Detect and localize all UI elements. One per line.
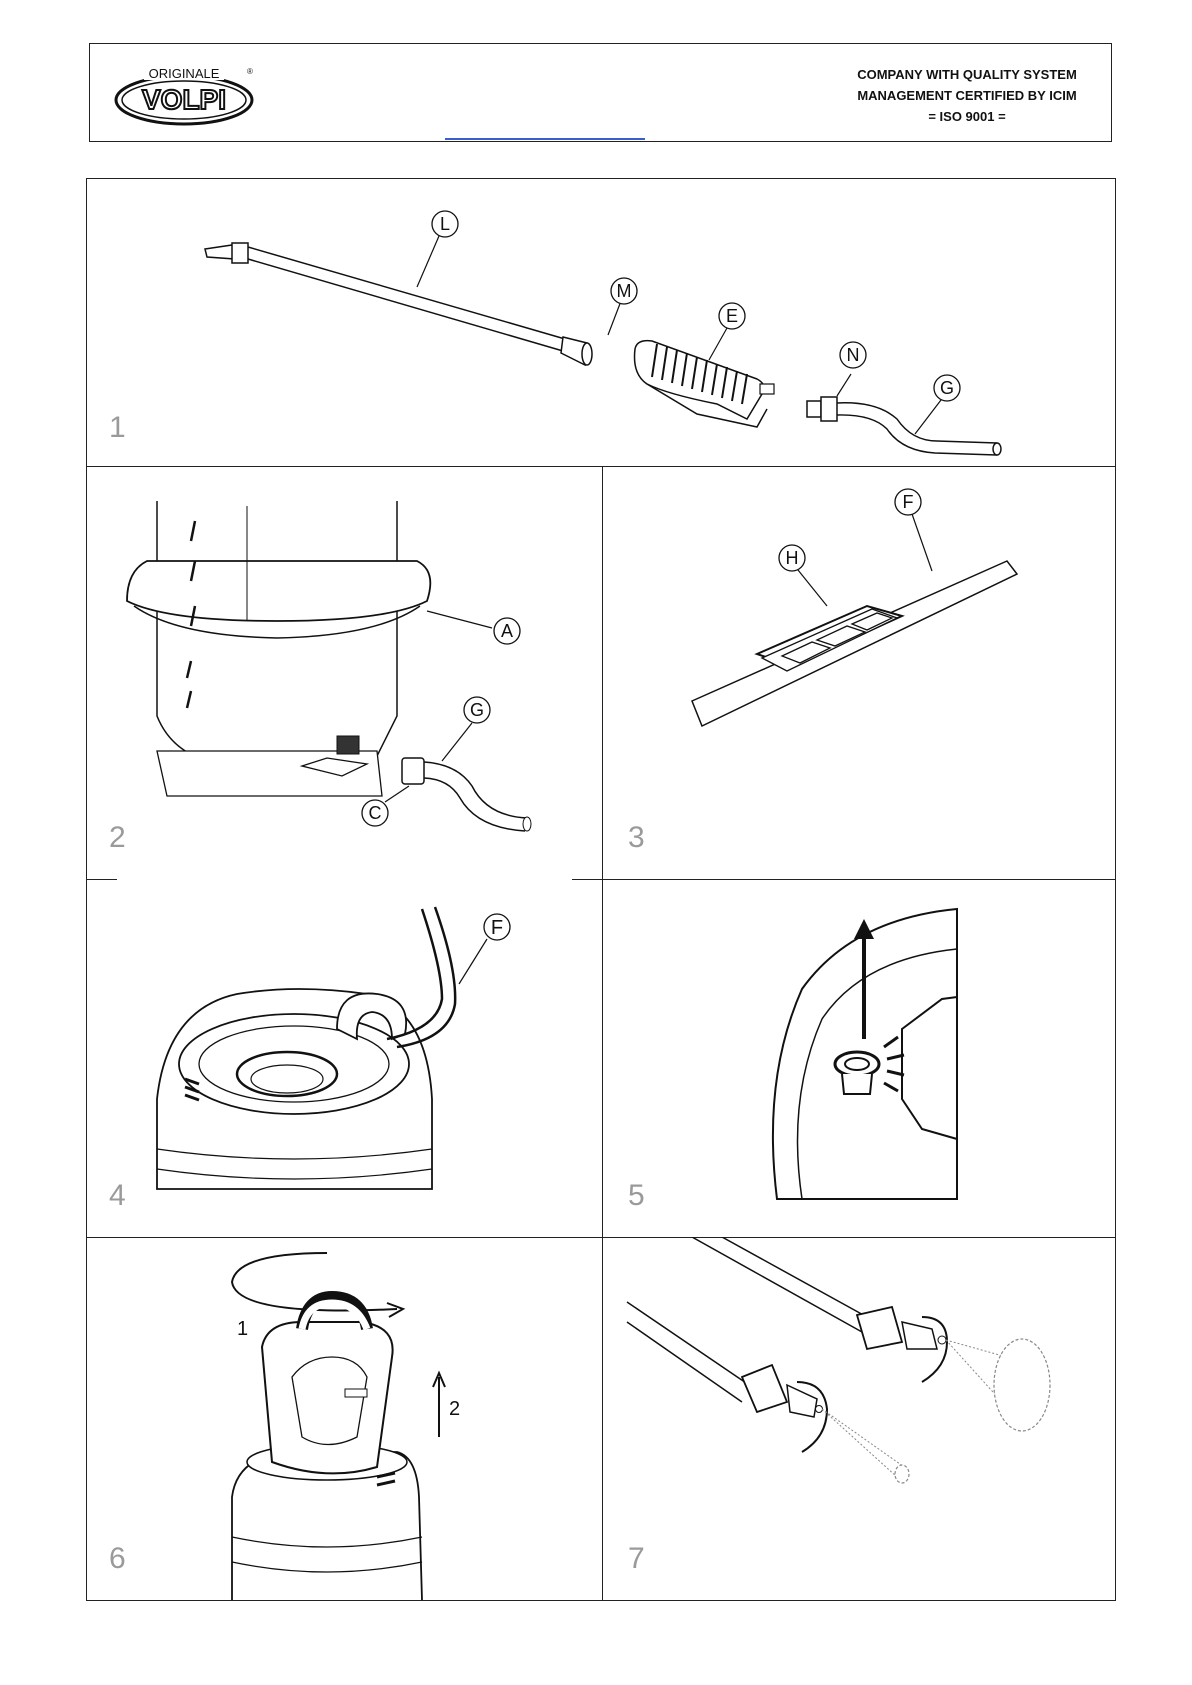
panel-number: 3 [628, 821, 645, 855]
callout-f: F [491, 917, 503, 939]
callout-g: G [940, 378, 954, 398]
quality-certification: COMPANY WITH QUALITY SYSTEM MANAGEMENT C… [827, 64, 1107, 127]
panel-number: 1 [109, 411, 126, 445]
sprayer-lance-parts-drawing: L M E N G [87, 179, 1115, 466]
cert-line-1: COMPANY WITH QUALITY SYSTEM [827, 64, 1107, 85]
callout-f: F [903, 492, 914, 512]
step-1-label: 1 [237, 1318, 248, 1340]
strap-attachment-drawing: F [87, 879, 602, 1237]
callout-a: A [501, 621, 513, 641]
cert-line-3: = ISO 9001 = [827, 106, 1107, 127]
callout-l: L [440, 214, 450, 234]
logo-top-text: ORIGINALE [149, 66, 220, 81]
panel-2: A G C 2 [87, 466, 602, 879]
panel-number: 6 [109, 1542, 126, 1576]
panel-5: 5 [602, 879, 1115, 1237]
panel-7: 7 [602, 1237, 1115, 1600]
callout-e: E [726, 306, 738, 326]
cert-line-2: MANAGEMENT CERTIFIED BY ICIM [827, 85, 1107, 106]
tank-hose-connection-drawing: A G C [87, 466, 602, 879]
logo-registered-mark: ® [247, 67, 253, 76]
nozzle-adjustment-drawing [602, 1237, 1115, 1600]
panel-number: 4 [109, 1179, 126, 1213]
callout-m: M [617, 281, 632, 301]
illustration-grid: L M E N G 1 [86, 178, 1116, 1601]
panel-3: F H 3 [602, 466, 1115, 879]
step-2-label: 2 [449, 1398, 460, 1420]
callout-g: G [470, 700, 484, 720]
panel-number: 2 [109, 821, 126, 855]
panel-1: L M E N G 1 [87, 179, 1115, 466]
panel-number: 7 [628, 1542, 645, 1576]
link-underline [445, 138, 645, 140]
panel-6: 1 2 6 [87, 1237, 602, 1600]
volpi-logo: VOLPI ORIGINALE ® [114, 58, 264, 128]
panel-number: 5 [628, 1179, 645, 1213]
callout-n: N [847, 345, 860, 365]
callout-c: C [369, 803, 382, 823]
valve-removal-drawing [602, 879, 1115, 1237]
shoulder-strap-pad-drawing: F H [602, 466, 1115, 879]
pump-removal-drawing: 1 2 [87, 1237, 602, 1600]
document-header: VOLPI ORIGINALE ® COMPANY WITH QUALITY S… [89, 43, 1112, 142]
logo-main-text: VOLPI [142, 84, 226, 115]
callout-h: H [786, 548, 799, 568]
panel-4: F 4 [87, 879, 602, 1237]
